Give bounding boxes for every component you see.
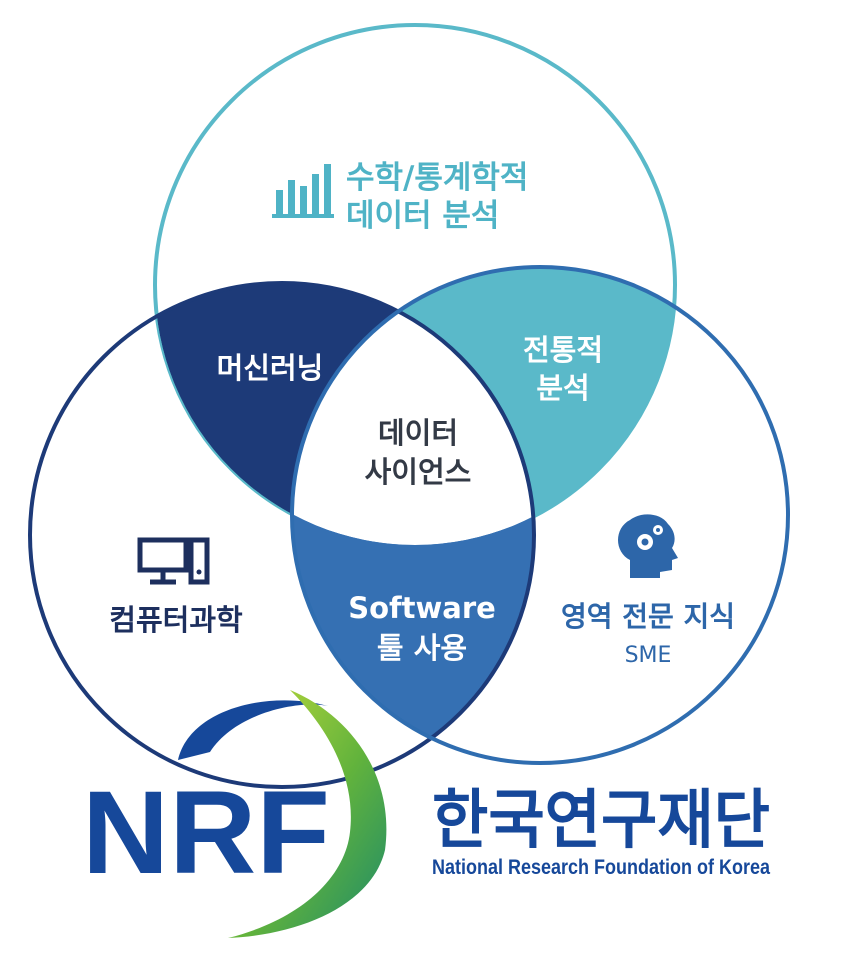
logo-green-swoosh: [228, 690, 387, 938]
machine-learning-label: 머신러닝: [217, 351, 324, 385]
center-label-line2: 사이언스: [365, 455, 472, 489]
top-label-line2: 데이터 분석: [346, 198, 499, 234]
top-label-line1: 수학/통계학적: [346, 160, 528, 196]
nrf-logo: NRF 한국연구재단 National Research Foundation …: [82, 690, 770, 938]
software-label-line1: Software: [348, 591, 496, 625]
logo-blue-arc: [178, 700, 328, 760]
computer-science-label: 컴퓨터과학: [109, 603, 243, 637]
domain-knowledge-label: 영역 전문 지식: [561, 600, 735, 633]
org-name-english: National Research Foundation of Korea: [432, 856, 770, 879]
org-name-korean: 한국연구재단: [432, 784, 770, 858]
traditional-analysis-line2: 분석: [536, 371, 589, 405]
computer-icon: [137, 537, 210, 585]
head-gears-icon: [618, 514, 678, 578]
logo-letters: NRF: [82, 767, 330, 899]
center-label-line1: 데이터: [378, 416, 458, 450]
bar-chart-icon: [272, 164, 334, 218]
right-circle: [290, 265, 790, 765]
left-circle: [28, 281, 536, 789]
traditional-analysis-line1: 전통적: [523, 333, 603, 367]
sme-label: SME: [625, 643, 672, 668]
software-label-line2: 툴 사용: [377, 631, 467, 665]
